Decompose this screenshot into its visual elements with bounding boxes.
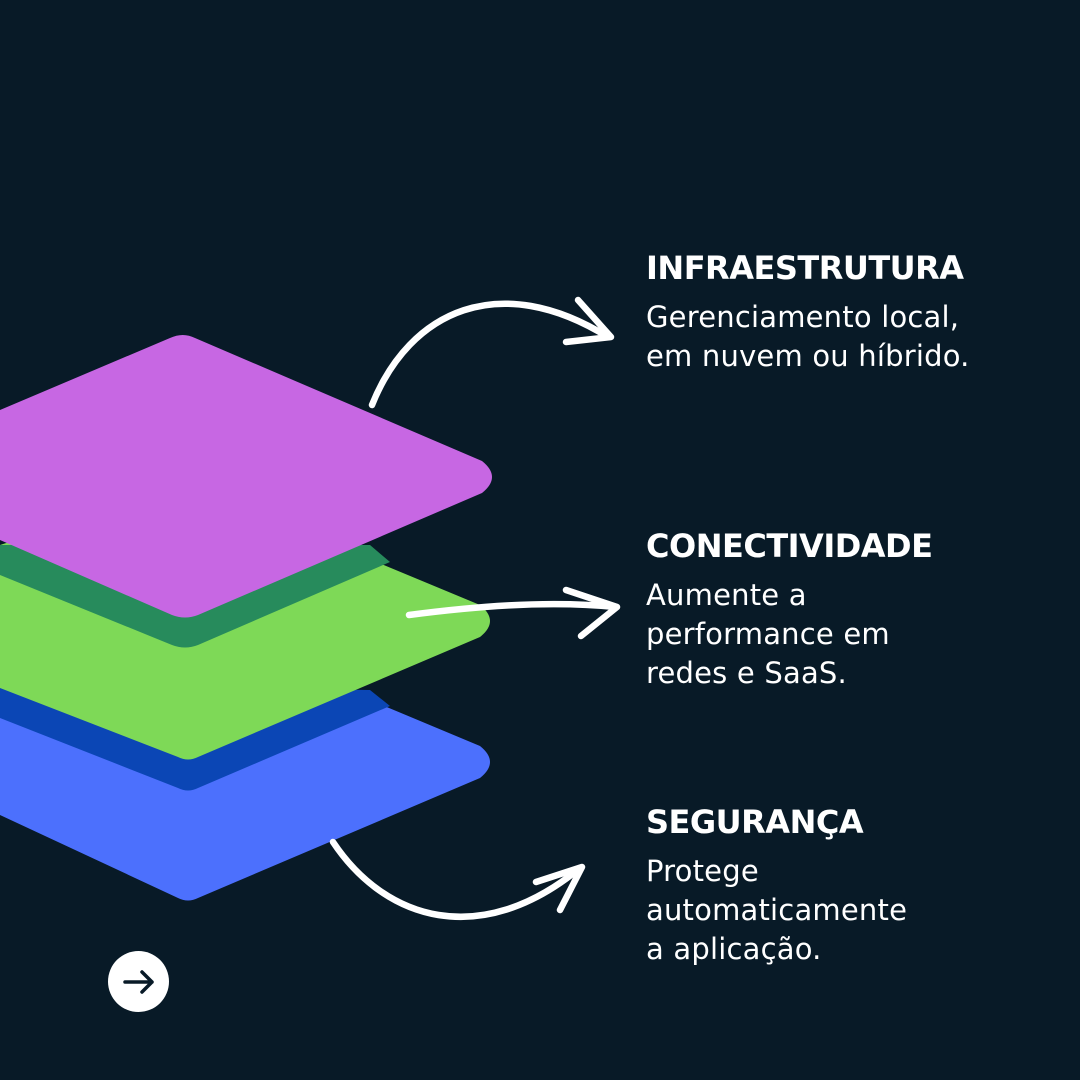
description-line: performance em: [646, 617, 890, 651]
description-line: automaticamente: [646, 893, 908, 927]
infrastructure-description: Gerenciamento local, em nuvem ou híbrido…: [646, 298, 970, 376]
next-button[interactable]: [108, 951, 169, 1012]
connectivity-title: CONECTIVIDADE: [646, 527, 933, 565]
infrastructure-section: INFRAESTRUTURA Gerenciamento local, em n…: [646, 248, 970, 376]
description-line: redes e SaaS.: [646, 656, 847, 690]
description-line: Gerenciamento local,: [646, 300, 960, 334]
security-arrow: [329, 838, 584, 920]
arrow-right-icon: [122, 969, 154, 994]
infrastructure-arrowhead: [562, 296, 615, 346]
connectivity-description: Aumente a performance em redes e SaaS.: [646, 576, 932, 693]
infrastructure-title: INFRAESTRUTURA: [646, 249, 964, 287]
infrastructure-arrow: [368, 300, 612, 409]
security-section: SEGURANÇA Protege automaticamente a apli…: [646, 802, 907, 969]
connectivity-arrow: [405, 600, 620, 619]
description-line: Aumente a: [646, 578, 807, 612]
connectivity-arrowhead: [562, 586, 621, 640]
infrastructure-layer: [0, 335, 492, 618]
connectivity-section: CONECTIVIDADE Aumente a performance em r…: [646, 526, 933, 693]
security-arrowhead: [532, 863, 586, 914]
description-line: Protege: [646, 854, 759, 888]
security-description: Protege automaticamente a aplicação.: [646, 852, 907, 969]
description-line: a aplicação.: [646, 932, 822, 966]
description-line: em nuvem ou híbrido.: [646, 339, 970, 373]
security-title: SEGURANÇA: [646, 803, 864, 841]
